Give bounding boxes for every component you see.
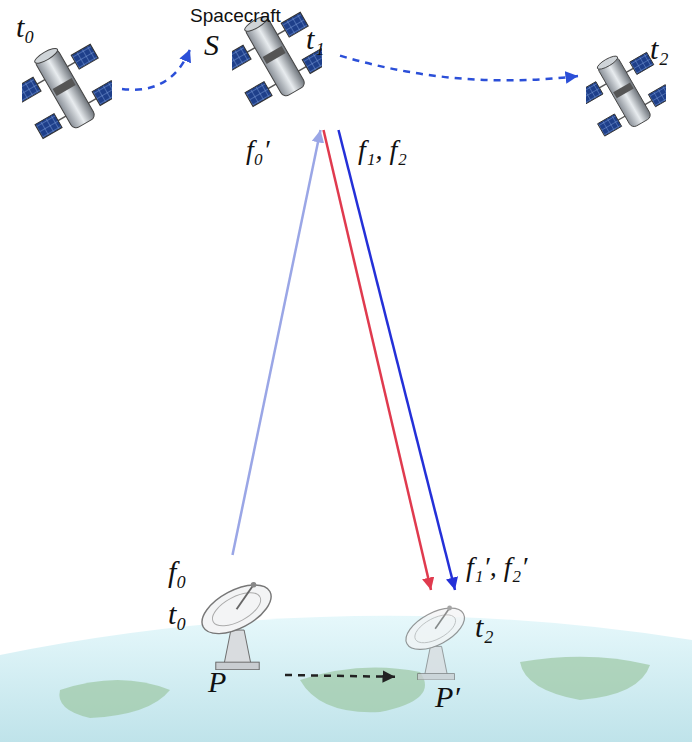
symbol-label: P (208, 667, 226, 697)
figure-node: SpacecraftSt₁ (190, 6, 340, 130)
symbol-label: f₀ (168, 557, 187, 587)
signal-path (339, 130, 456, 590)
figure-node: t₂ P′ (395, 590, 515, 714)
symbol-label: t₂ (475, 612, 494, 642)
antenna-dish (399, 600, 471, 680)
signal-path (324, 130, 432, 590)
signal-path (233, 130, 321, 555)
signal-path (122, 49, 190, 89)
land-patch (520, 657, 650, 700)
land-patch (59, 680, 170, 718)
frequency-label: f₁, f₂ (356, 136, 409, 164)
symbol-label: P′ (435, 682, 460, 712)
signal-path (340, 56, 578, 81)
antenna-dish (194, 575, 278, 670)
frequency-label: f₀′ (244, 136, 272, 164)
earth-ground (0, 616, 692, 742)
symbol-label: t₀ (16, 12, 35, 42)
caption-text: Spacecraft (190, 6, 281, 25)
frequency-label: f₁′, f₂′ (464, 553, 529, 581)
figure-node: f₀ t₀ P (160, 555, 285, 705)
symbol-label: t₁ (306, 24, 325, 54)
symbol-label: t₂ (650, 34, 669, 64)
land-patch (300, 668, 425, 713)
symbol-label: S (204, 30, 219, 60)
spacecraft-figure (6, 30, 123, 145)
signal-path (285, 675, 395, 677)
figure-node: t₂ (578, 30, 686, 145)
figure-node: t₀ (12, 8, 122, 143)
symbol-label: t₀ (168, 599, 187, 629)
